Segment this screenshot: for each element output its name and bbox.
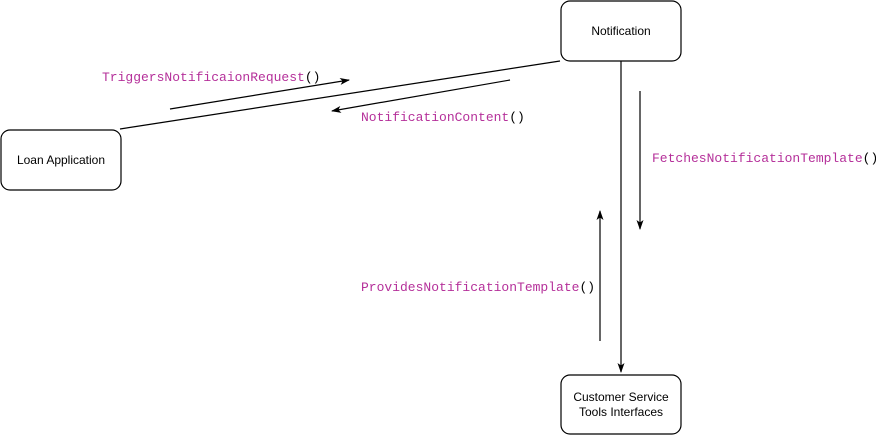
node-customer-service-tools[interactable]: Customer Service Tools Interfaces xyxy=(560,374,682,435)
node-loan-application-label: Loan Application xyxy=(17,153,105,167)
label-triggers-request: TriggersNotificaionRequest() xyxy=(102,70,320,85)
label-notification-content: NotificationContent() xyxy=(361,110,525,125)
node-notification[interactable]: Notification xyxy=(560,0,682,62)
arrow-notification-content xyxy=(331,79,511,113)
label-triggers-request-name: TriggersNotificaionRequest xyxy=(102,70,305,85)
label-provides-template-name: ProvidesNotificationTemplate xyxy=(361,280,579,295)
label-triggers-request-parens: () xyxy=(305,70,321,85)
node-cs-tools-label-line2: Tools Interfaces xyxy=(579,405,663,419)
label-notification-content-name: NotificationContent xyxy=(361,110,509,125)
label-notification-content-parens: () xyxy=(509,110,525,125)
connector-loan-to-notification xyxy=(119,60,561,130)
arrow-triggers-request xyxy=(169,77,350,110)
label-fetches-template: FetchesNotificationTemplate() xyxy=(652,151,876,166)
node-loan-application[interactable]: Loan Application xyxy=(0,129,122,191)
label-provides-template: ProvidesNotificationTemplate() xyxy=(361,280,595,295)
node-cs-tools-label-line1: Customer Service xyxy=(573,390,669,404)
label-fetches-template-parens: () xyxy=(863,151,876,166)
node-notification-label: Notification xyxy=(591,24,650,38)
label-fetches-template-name: FetchesNotificationTemplate xyxy=(652,151,863,166)
label-provides-template-parens: () xyxy=(579,280,595,295)
